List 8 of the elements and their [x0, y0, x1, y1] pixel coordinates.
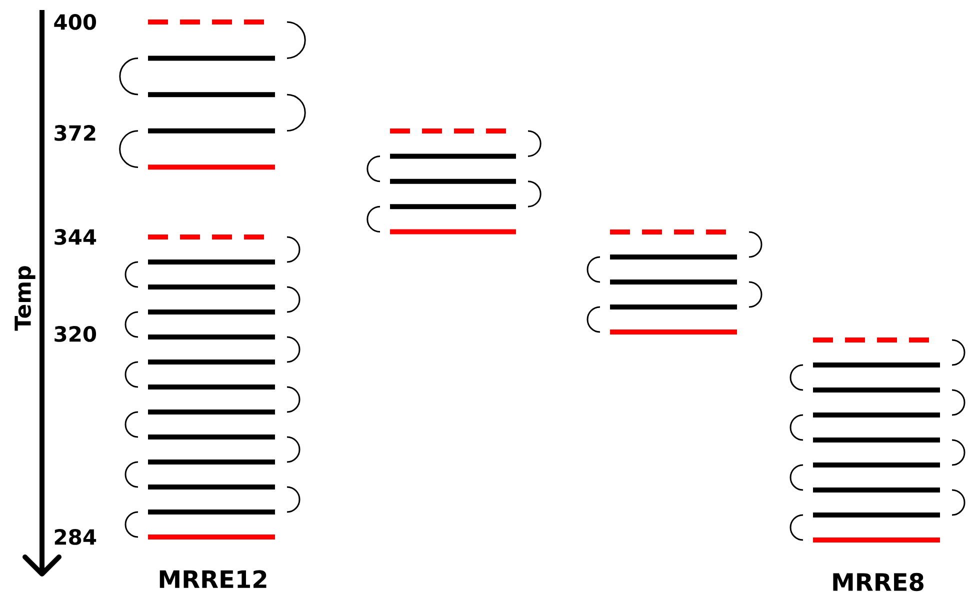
axis-tick-label: 284	[54, 529, 96, 545]
stack-label: MRRE12	[160, 570, 266, 588]
axis-title: Temp	[14, 266, 36, 331]
axis-tick-label: 320	[54, 326, 96, 342]
axis-tick-label: 400	[54, 14, 96, 30]
stack-label: MRRE8	[833, 572, 924, 592]
axis-tick-label: 372	[54, 125, 96, 141]
axis-tick-label: 344	[54, 229, 96, 245]
